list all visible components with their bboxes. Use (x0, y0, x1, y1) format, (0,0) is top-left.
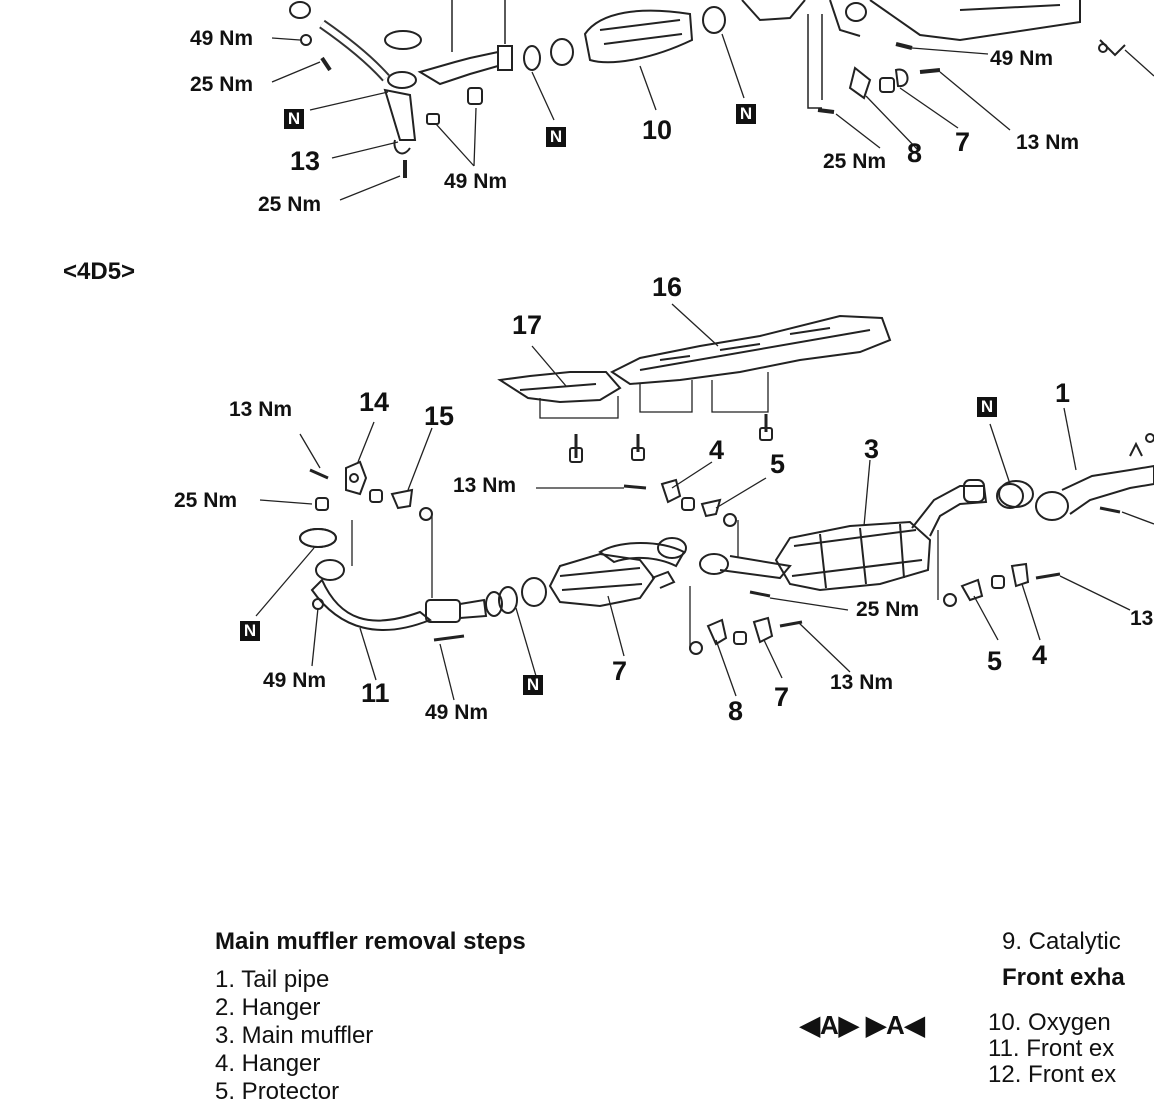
part-number-label: 11 (361, 678, 390, 708)
torque-label: 49 Nm (990, 47, 1054, 70)
list-item: 12. Front ex (988, 1061, 1117, 1088)
new-part-marker: N (240, 621, 260, 641)
new-part-marker: N (977, 397, 997, 417)
list-item: 9. Catalytic (1002, 928, 1121, 955)
part-number-label: 5 (770, 449, 786, 479)
torque-label: 49 Nm (444, 170, 508, 193)
part-number-label: 5 (987, 646, 1003, 676)
torque-label: 13 (1130, 607, 1154, 630)
list-item: 5. Protector (215, 1078, 340, 1105)
torque-label: 49 Nm (190, 27, 254, 50)
torque-label: 13 Nm (229, 398, 293, 421)
torque-label: 13 Nm (453, 474, 517, 497)
part-number-label: 8 (728, 696, 744, 726)
right-column: 9. Catalytic Front exha (1002, 928, 1125, 996)
torque-label: 25 Nm (856, 598, 920, 621)
new-part-marker: N (284, 109, 304, 129)
list-item: 3. Main muffler (215, 1022, 374, 1049)
steps-title: Main muffler removal steps (215, 928, 526, 955)
list-item: 4. Hanger (215, 1050, 321, 1077)
torque-label: 49 Nm (263, 669, 327, 692)
service-point-markers: ◀A▶ ▶A◀ (800, 1010, 925, 1040)
part-number-label: 13 (290, 146, 321, 176)
part-number-label: 3 (864, 434, 880, 464)
part-number-label: 1 (1055, 378, 1071, 408)
engine-variant-label: <4D5> (63, 258, 136, 285)
torque-label: 49 Nm (425, 701, 489, 724)
torque-label: 13 Nm (830, 671, 894, 694)
right-step-list: 10. Oxygen 11. Front ex 12. Front ex (988, 1010, 1116, 1088)
torque-label: 25 Nm (174, 489, 238, 512)
steps-list: 1. Tail pipe 2. Hanger 3. Main muffler 4… (215, 966, 373, 1106)
subheading: Front exha (1002, 964, 1125, 991)
part-number-label: 4 (1032, 640, 1048, 670)
list-item: 2. Hanger (215, 994, 321, 1021)
part-number-label: 8 (907, 138, 923, 168)
part-number-label: 4 (709, 435, 725, 465)
part-number-label: 14 (359, 387, 390, 417)
part-number-label: 10 (642, 115, 673, 145)
part-number-label: 17 (512, 310, 543, 340)
torque-label: 13 Nm (1016, 131, 1080, 154)
part-number-label: 16 (652, 272, 683, 302)
new-part-marker: N (546, 127, 566, 147)
part-number-label: 7 (612, 656, 628, 686)
list-item: 11. Front ex (988, 1035, 1115, 1062)
part-number-label: 7 (774, 682, 790, 712)
part-number-label: 7 (955, 127, 971, 157)
part-number-label: 15 (424, 401, 455, 431)
new-part-marker: N (736, 104, 756, 124)
new-part-marker: N (523, 675, 543, 695)
torque-label: 25 Nm (258, 193, 322, 216)
torque-label: 25 Nm (190, 73, 254, 96)
list-item: 1. Tail pipe (215, 966, 330, 993)
torque-label: 25 Nm (823, 150, 887, 173)
list-item: 10. Oxygen (988, 1009, 1111, 1036)
